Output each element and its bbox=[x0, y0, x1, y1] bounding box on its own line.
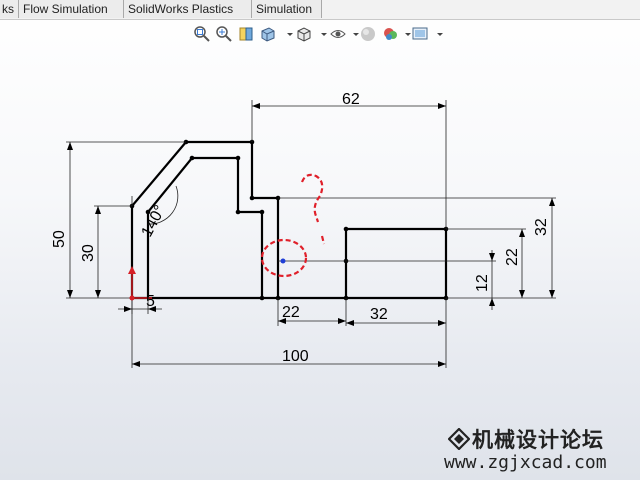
dimension-lines bbox=[66, 100, 556, 368]
chevron-down-icon[interactable] bbox=[430, 24, 443, 44]
tab-solidworks-plastics[interactable]: SolidWorks Plastics bbox=[124, 0, 252, 18]
dim-62[interactable]: 62 bbox=[342, 91, 360, 108]
dim-32-right[interactable]: 32 bbox=[533, 218, 550, 236]
dim-50[interactable]: 50 bbox=[51, 230, 68, 248]
markup-annotations bbox=[260, 173, 326, 278]
tab-truncated[interactable]: ks bbox=[0, 0, 19, 18]
markup-question-dot bbox=[320, 235, 326, 245]
dim-32-bottom[interactable]: 32 bbox=[370, 306, 388, 323]
dim-22-right[interactable]: 22 bbox=[504, 248, 521, 266]
chevron-down-icon[interactable] bbox=[314, 24, 327, 44]
previous-view-icon[interactable] bbox=[236, 24, 256, 44]
watermark-title: 机械设计论坛 bbox=[472, 428, 604, 452]
zoom-to-area-icon[interactable] bbox=[214, 24, 234, 44]
chevron-down-icon[interactable] bbox=[398, 24, 411, 44]
section-view-icon[interactable] bbox=[258, 24, 278, 44]
view-orientation-icon[interactable] bbox=[294, 24, 314, 44]
zoom-to-fit-icon[interactable] bbox=[192, 24, 212, 44]
dim-100[interactable]: 100 bbox=[282, 348, 309, 365]
chevron-down-icon[interactable] bbox=[280, 24, 293, 44]
hide-show-items-icon[interactable] bbox=[358, 24, 378, 44]
command-manager-tabbar: ks Flow Simulation SolidWorks Plastics S… bbox=[0, 0, 640, 20]
markup-circle bbox=[260, 238, 308, 278]
sketch-outer-edge[interactable] bbox=[130, 140, 280, 300]
forum-logo-icon bbox=[448, 428, 470, 450]
sketch-flange[interactable] bbox=[278, 227, 448, 300]
tab-flow-simulation[interactable]: Flow Simulation bbox=[19, 0, 124, 18]
origin-icon[interactable] bbox=[128, 266, 152, 301]
dim-5[interactable]: 5 bbox=[146, 293, 155, 310]
display-style-icon[interactable] bbox=[328, 24, 348, 44]
dim-30[interactable]: 30 bbox=[80, 244, 97, 262]
apply-scene-icon[interactable] bbox=[410, 24, 430, 44]
dim-angle-140[interactable]: 140° bbox=[139, 203, 170, 240]
watermark: 机械设计论坛 www.zgjxcad.com bbox=[442, 420, 640, 476]
sketch-inner-edge[interactable] bbox=[146, 156, 264, 298]
watermark-url: www.zgjxcad.com bbox=[444, 452, 607, 473]
dim-22[interactable]: 22 bbox=[282, 304, 300, 321]
chevron-down-icon[interactable] bbox=[346, 24, 359, 44]
edit-appearance-icon[interactable] bbox=[380, 24, 400, 44]
selected-point[interactable] bbox=[280, 258, 286, 264]
tab-simulation[interactable]: Simulation bbox=[252, 0, 322, 18]
dim-12[interactable]: 12 bbox=[474, 274, 491, 292]
dimension-arrows bbox=[67, 103, 555, 367]
heads-up-view-toolbar bbox=[192, 24, 472, 46]
markup-question bbox=[300, 173, 324, 223]
